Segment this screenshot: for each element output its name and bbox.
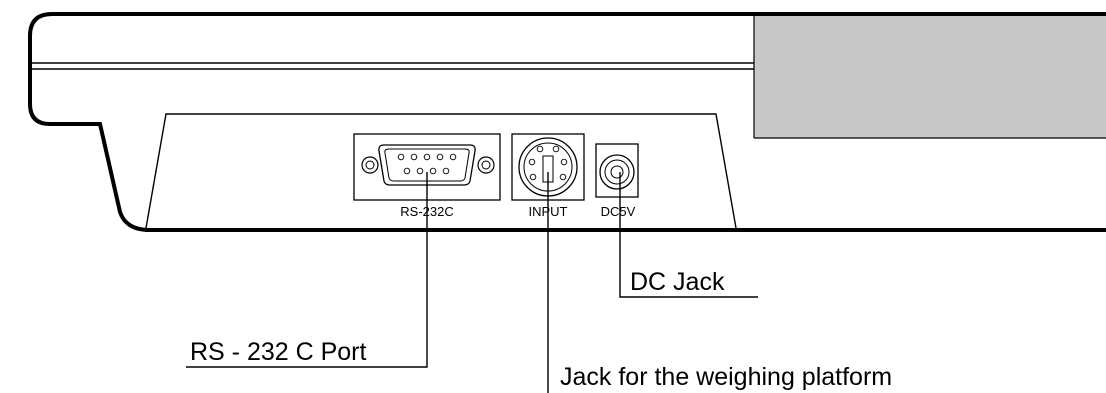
- dc-jack-outer: [599, 154, 635, 190]
- rs232-screw-left: [361, 156, 379, 174]
- display-panel: [754, 16, 1106, 138]
- rs232-dsub-shell: [378, 144, 476, 186]
- weighing-jack-callout: Jack for the weighing platform: [560, 363, 892, 391]
- rs232-screw-right: [477, 156, 495, 174]
- dc-jack-leader: [619, 172, 758, 298]
- rs232-port-callout: RS - 232 C Port: [190, 338, 367, 366]
- dc-jack-callout: DC Jack: [630, 268, 725, 296]
- dc-port: DC5V: [595, 143, 639, 219]
- housing-outline: [28, 12, 1106, 232]
- dc-plate: [595, 143, 639, 198]
- rs232-leader: [186, 172, 428, 368]
- dc-port-label: DC5V: [601, 204, 636, 219]
- connector-recess: [145, 113, 737, 229]
